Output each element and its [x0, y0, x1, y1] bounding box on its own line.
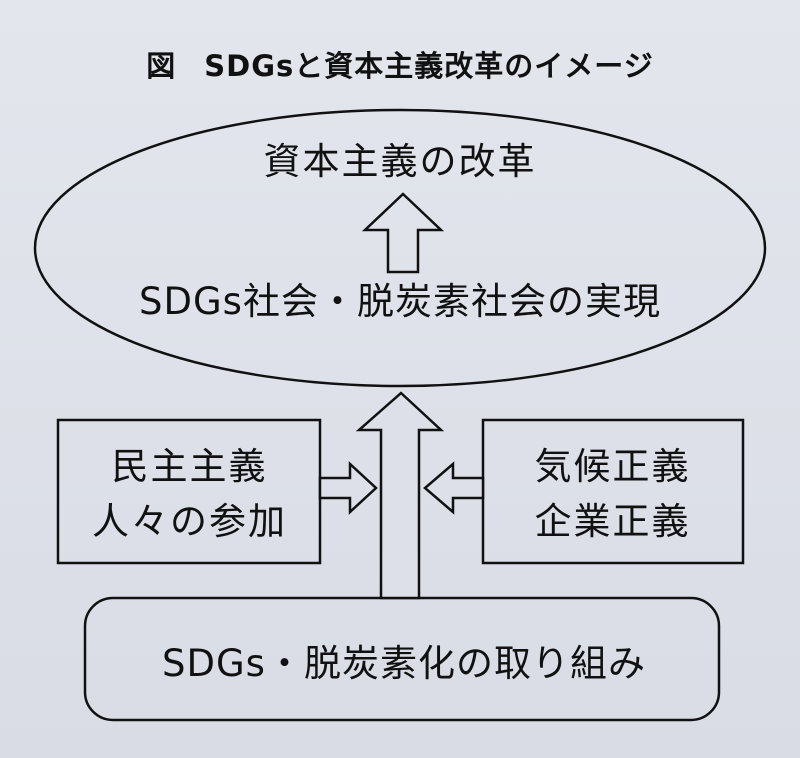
right-box-line2: 企業正義: [534, 500, 691, 543]
right-to-center-arrow: [423, 461, 485, 515]
figure-title: 図 SDGsと資本主義改革のイメージ: [0, 52, 800, 81]
outcome-ellipse: [33, 108, 767, 388]
ellipse-top-text: 資本主義の改革: [263, 140, 537, 183]
right-box-line1: 気候正義: [534, 445, 691, 488]
left-box-line2: 人々の参加: [92, 500, 287, 543]
left-box-line1: 民主主義: [111, 445, 268, 488]
inner-up-arrow: [361, 192, 445, 274]
left-to-center-arrow: [318, 461, 378, 515]
ellipse-bottom-text: SDGs社会・脱炭素社会の実現: [139, 280, 661, 323]
figure-title-text: SDGsと資本主義改革のイメージ: [204, 49, 654, 83]
bottom-box-text: SDGs・脱炭素化の取り組み: [162, 642, 646, 685]
figure-label: 図: [146, 49, 177, 83]
central-up-arrow: [355, 391, 445, 600]
